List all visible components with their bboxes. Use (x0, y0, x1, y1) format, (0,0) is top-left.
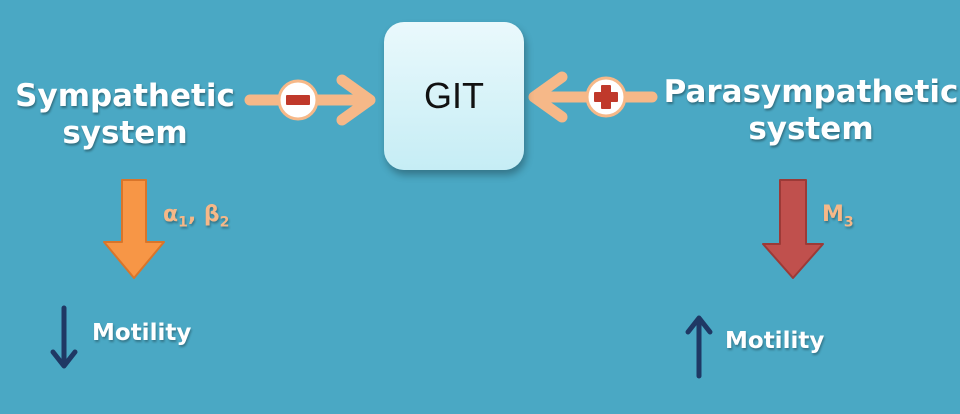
sympathetic-motility-label: Motility (92, 320, 192, 346)
sympathetic-effect-arrow (103, 179, 165, 279)
receptor-muscarinic-subscript: 3 (843, 214, 854, 231)
arrow-down-icon (50, 305, 78, 369)
receptor-muscarinic: M (822, 202, 844, 227)
arrow-up-icon (685, 315, 713, 379)
receptor-alpha: α (163, 202, 179, 227)
parasympathetic-effect-arrow (762, 179, 824, 279)
parasympathetic-receptor-label: M3 (822, 202, 854, 230)
sympathetic-line-1: Sympathetic (15, 78, 235, 114)
sympathetic-receptors-label: α1, β2 (163, 202, 229, 230)
receptor-beta-subscript: 2 (219, 214, 230, 231)
sympathetic-line-2: system (62, 115, 188, 152)
git-label: GIT (424, 75, 484, 116)
parasympathetic-system-label: Parasympathetic system (662, 74, 960, 148)
parasympathetic-line-1: Parasympathetic (663, 74, 959, 110)
git-box: GIT (384, 22, 524, 170)
sympathetic-system-label: Sympathetic system (0, 78, 250, 152)
parasympathetic-motility-label: Motility (725, 328, 825, 354)
plus-icon (585, 76, 627, 118)
receptor-separator: , (187, 202, 204, 227)
receptor-alpha-subscript: 1 (178, 214, 188, 231)
parasympathetic-line-2: system (748, 111, 874, 148)
receptor-beta: β (203, 202, 220, 227)
minus-icon (277, 79, 319, 121)
